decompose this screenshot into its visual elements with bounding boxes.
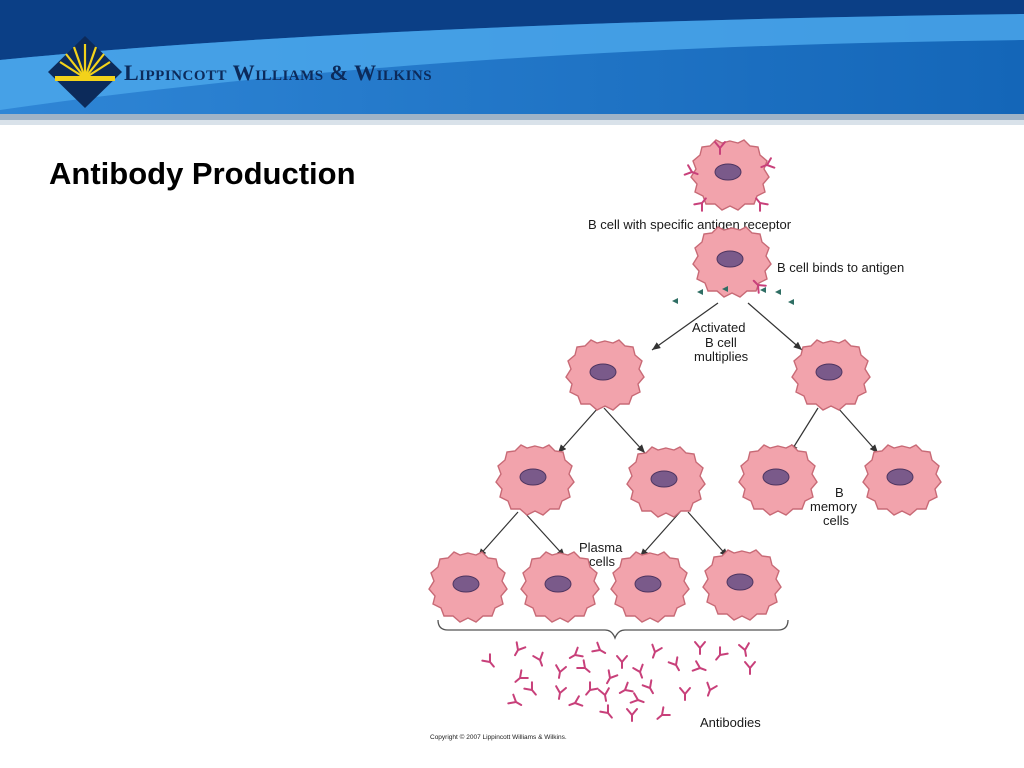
header-banner <box>0 0 1024 125</box>
memory-cell <box>738 444 818 516</box>
activated-b-cell <box>791 339 871 411</box>
b-cell-receptor-label: B cell with specific antigen receptor <box>588 217 792 232</box>
plasma-label-line2: cells <box>589 554 616 569</box>
brand-name: Lippincott Williams & Wilkins <box>124 60 433 85</box>
b-cell-binding-antigen <box>692 226 772 298</box>
antibody-cluster <box>481 641 756 724</box>
memory-cell <box>862 444 942 516</box>
memory-label-line1: B <box>835 485 844 500</box>
division-arrows <box>477 302 879 558</box>
plasma-cell <box>520 551 600 623</box>
plasma-cell <box>702 549 782 621</box>
memory-label-line2: memory <box>810 499 857 514</box>
activated-label-line1: Activated <box>692 320 745 335</box>
memory-label-line3: cells <box>823 513 850 528</box>
b-cell <box>626 446 706 518</box>
plasma-cell <box>610 551 690 623</box>
logo-icon <box>48 36 122 108</box>
b-cell-with-receptor <box>683 139 776 212</box>
plasma-brace <box>437 619 789 640</box>
b-cell <box>495 444 575 516</box>
antigen-markers <box>672 286 794 305</box>
antibodies-label: Antibodies <box>700 715 761 730</box>
page-title: Antibody Production <box>49 156 356 191</box>
activated-label-line2: B cell <box>705 335 737 350</box>
binds-antigen-label: B cell binds to antigen <box>777 260 904 275</box>
copyright-note: Copyright © 2007 Lippincott Williams & W… <box>430 733 567 741</box>
plasma-cell <box>428 551 508 623</box>
activated-b-cell <box>565 339 645 411</box>
activated-label-line3: multiplies <box>694 349 749 364</box>
plasma-label-line1: Plasma <box>579 540 623 555</box>
